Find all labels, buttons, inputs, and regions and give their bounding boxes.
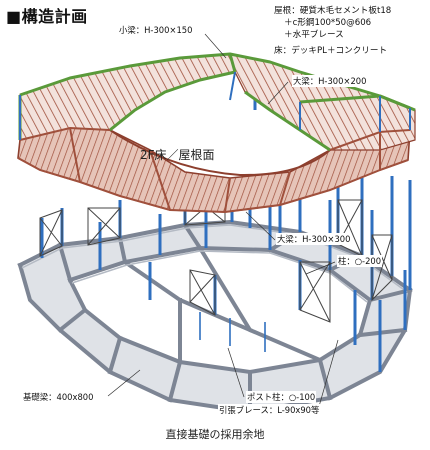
leader-foundation [107,369,141,397]
post-columns [199,312,266,352]
leader-lines [107,33,339,411]
spec-roof-line2: ＋c形鋼100*50@606 [284,18,372,28]
label-foundation-beam: 基礎梁：400x800 [22,391,95,403]
foundation-beam-highlights [21,224,408,303]
label-small-beam: 小梁：H-300×150 [118,24,194,36]
leader-column [305,261,336,275]
figure-caption: 直接基礎の採用余地 [165,428,265,441]
brace [189,269,216,316]
floor-curve-edge [109,129,331,177]
leader-small-beam [204,33,227,59]
tension-braces [39,189,393,323]
leader-brace [317,339,339,411]
roof-edge-beams [18,52,416,152]
spec-roof-line1: 屋根：硬質木毛セメント板t18 [274,6,392,16]
label-large-beam-upper: 大梁：H-300×200 [292,75,368,87]
floor-roof-level [17,52,416,214]
label-column: 柱：○-200 [337,255,383,267]
label-tension-brace: 引張ブレース：L-90x90等 [218,404,321,416]
leader-post [227,347,245,398]
brace [87,207,121,246]
brace [39,209,63,257]
leader-large-beam-upper [267,81,289,105]
label-floor-roof: 2F床／屋根面 [140,148,215,162]
brace [299,261,331,323]
label-large-beam-lower: 大梁：H-300×300 [276,233,352,245]
diagram-title: ■構造計画 [6,7,88,26]
label-post-column: ポスト柱：○-100 [246,391,317,403]
spec-roof-line3: ＋水平ブレース [284,30,344,40]
roof-posts [19,71,411,140]
spec-floor: 床：デッキPL＋コンクリート [274,46,388,56]
leader-large-beam-lower [245,211,276,241]
